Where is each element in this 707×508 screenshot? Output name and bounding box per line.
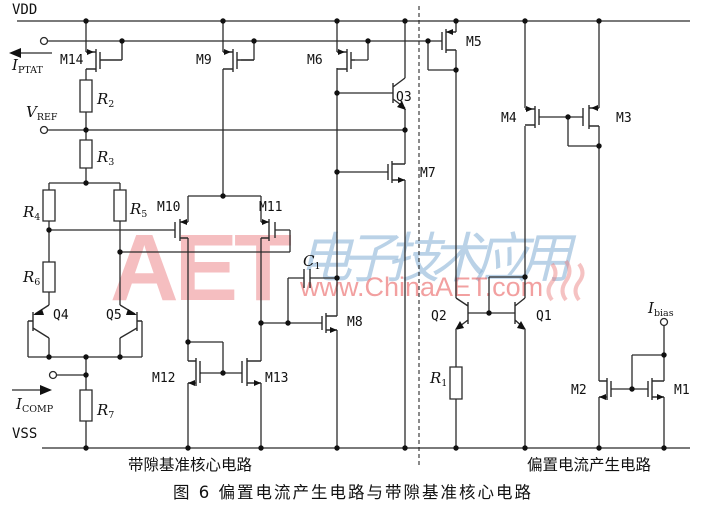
- transistor-m12: [188, 358, 201, 386]
- label-m13: M13: [265, 371, 288, 386]
- m14-source-arrow-icon: [87, 49, 94, 55]
- label-ibias: Ibias: [647, 299, 674, 319]
- label-m1: M1: [674, 383, 690, 398]
- circuit-wires: [17, 21, 690, 448]
- capacitor-c1: [304, 269, 310, 288]
- m5-diode-connection-wires: [428, 21, 456, 298]
- transistor-m13: [242, 358, 261, 386]
- watermark-squiggle: [549, 261, 583, 300]
- label-r3: R3: [96, 148, 114, 168]
- bias-output-wires: [456, 277, 664, 448]
- label-r2: R2: [96, 90, 114, 110]
- transistor-m14: [86, 41, 122, 72]
- label-q4: Q4: [53, 308, 69, 323]
- terminal-vref: [41, 127, 48, 134]
- label-q3: Q3: [396, 90, 412, 105]
- label-q5: Q5: [106, 308, 122, 323]
- label-m6: M6: [307, 53, 323, 68]
- transistor-q5: [120, 305, 142, 338]
- m12-source-arrow-icon: [188, 380, 195, 386]
- m3-m4-mirror-wires: [525, 21, 599, 381]
- transistor-m8: [322, 313, 337, 333]
- transistor-m9: [223, 49, 254, 72]
- m9-source-arrow-icon: [224, 49, 231, 55]
- label-m4: M4: [501, 111, 517, 126]
- resistor-r5: [114, 190, 126, 221]
- junction-dots: [46, 18, 667, 451]
- m7-source-arrow-icon: [398, 177, 405, 183]
- m5-source-arrow-icon: [446, 29, 453, 35]
- q2-emitter-arrow-icon: [455, 321, 464, 330]
- label-c1: C1: [303, 252, 321, 272]
- transistor-m6: [337, 49, 355, 72]
- q3-emitter-arrow-icon: [397, 101, 406, 110]
- label-r7: R7: [96, 401, 114, 421]
- label-m12: M12: [152, 371, 175, 386]
- resistor-r7: [80, 390, 92, 421]
- m8-source-arrow-icon: [330, 327, 337, 333]
- terminal-iptat: [41, 38, 48, 45]
- terminal-ibias: [661, 319, 668, 326]
- iptat-current-arrow-icon: [9, 48, 52, 58]
- label-m11: M11: [259, 200, 282, 215]
- label-m3: M3: [616, 111, 632, 126]
- section-label-bias-generator: 偏置电流产生电路: [527, 456, 652, 474]
- label-vss: VSS: [12, 426, 37, 442]
- label-vdd: VDD: [12, 2, 37, 18]
- label-m5: M5: [466, 35, 482, 50]
- section-label-bandgap-core: 带隙基准核心电路: [128, 456, 253, 474]
- diff-pair-and-mirror-wires: [188, 21, 261, 448]
- transistor-m10: [175, 219, 188, 241]
- compensation-and-m6-wires: [261, 21, 393, 448]
- power-rails-and-bus-wires: [17, 21, 690, 448]
- terminal-icomp: [50, 372, 57, 379]
- resistor-r3: [80, 140, 92, 168]
- label-m8: M8: [347, 315, 363, 330]
- resistor-r1: [450, 367, 462, 399]
- q1-emitter-arrow-icon: [517, 321, 526, 330]
- transistor-m2: [599, 378, 611, 400]
- transistor-m5: [442, 29, 456, 53]
- label-r4: R4: [22, 203, 40, 223]
- label-q1: Q1: [536, 309, 552, 324]
- m2-source-arrow-icon: [599, 394, 606, 400]
- transistor-m4: [525, 106, 539, 128]
- label-q2: Q2: [431, 309, 447, 324]
- m10-arrow-icon: [180, 219, 187, 225]
- q4-emitter-arrow-icon: [33, 309, 44, 315]
- q5-emitter-arrow-icon: [126, 309, 137, 315]
- label-icomp: ICOMP: [15, 395, 54, 415]
- label-vref: VREF: [26, 103, 58, 123]
- resistor-r2: [80, 80, 92, 112]
- m13-source-arrow-icon: [254, 380, 261, 386]
- label-m10: M10: [157, 200, 180, 215]
- label-m2: M2: [571, 383, 587, 398]
- transistor-q3: [393, 78, 406, 110]
- label-r5: R5: [129, 200, 147, 220]
- label-m14: M14: [60, 53, 84, 68]
- transistor-q2: [455, 298, 468, 330]
- figure-caption: 图 6 偏置电流产生电路与带隙基准核心电路: [173, 483, 533, 502]
- label-r6: R6: [22, 268, 40, 288]
- icomp-current-arrow-icon: [12, 385, 52, 395]
- transistor-m1: [648, 378, 664, 400]
- transistor-q1: [515, 298, 526, 330]
- label-r1: R1: [429, 369, 447, 389]
- resistor-r4: [43, 190, 55, 221]
- label-m9: M9: [196, 53, 212, 68]
- transistor-m7: [388, 161, 405, 183]
- m3-source-arrow-icon: [591, 105, 598, 111]
- transistor-m11: [261, 219, 275, 241]
- transistor-q4: [28, 305, 49, 338]
- m11-arrow-icon: [262, 219, 269, 225]
- label-m7: M7: [420, 166, 436, 181]
- m4-source-arrow-icon: [526, 106, 533, 112]
- q4-q5-common-wires: [28, 321, 142, 448]
- resistor-r6: [43, 262, 55, 292]
- m6-source-arrow-icon: [338, 49, 345, 55]
- transistor-m3: [583, 105, 599, 129]
- label-iptat: IPTAT: [11, 56, 43, 76]
- m1-source-arrow-icon: [657, 394, 664, 400]
